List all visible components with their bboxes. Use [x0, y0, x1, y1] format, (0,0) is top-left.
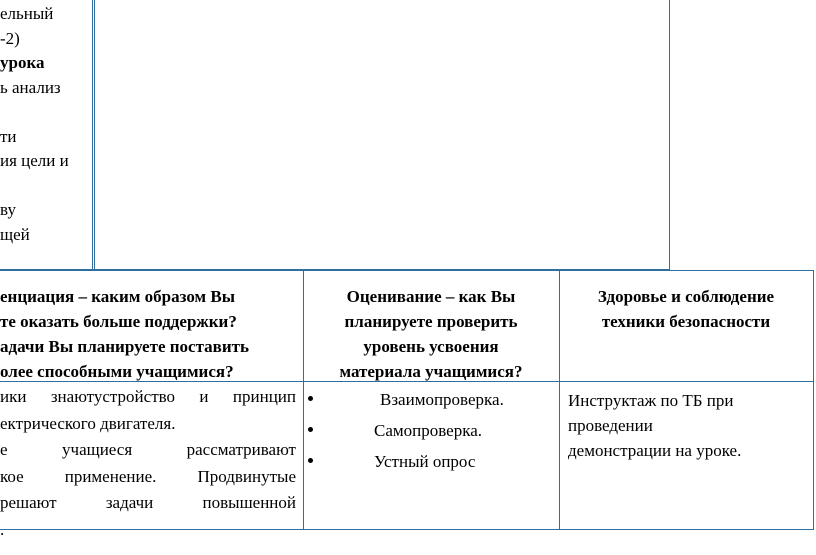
- top-left-line: ти: [0, 126, 17, 146]
- health-safety-cell: Инструктаж по ТБ при проведении демонстр…: [568, 391, 742, 460]
- top-left-line: ия цели и: [0, 151, 69, 170]
- bottom-table: [0, 270, 814, 530]
- list-item: Устный опрос: [306, 452, 556, 483]
- column-border: [303, 270, 304, 530]
- top-left-line: [0, 100, 90, 125]
- top-left-line: [0, 174, 90, 199]
- differentiation-cell: ики знаютустройство и принцип ектрическо…: [0, 387, 296, 539]
- list-item: Взаимопроверка.: [306, 390, 556, 421]
- assessment-cell: Взаимопроверка. Самопроверка. Устный опр…: [306, 390, 556, 483]
- bullet-icon: [308, 458, 313, 463]
- top-left-line: щей: [0, 224, 30, 244]
- bullet-icon: [308, 396, 313, 401]
- top-table: [0, 0, 670, 270]
- top-left-cell: ельный -2) урока ь анализ ти ия цели и в…: [0, 2, 90, 247]
- top-left-line: ву: [0, 200, 16, 219]
- top-left-line: ь анализ: [0, 77, 61, 97]
- top-left-line: -2): [0, 28, 20, 48]
- top-left-line: урока: [0, 53, 45, 72]
- header-row-border: [0, 381, 814, 382]
- column-border: [559, 270, 560, 530]
- header-differentiation: енциация – каким образом Вы те оказать б…: [0, 287, 249, 381]
- list-item: Самопроверка.: [306, 421, 556, 452]
- header-assessment: Оценивание – как Вы планируете проверить…: [339, 287, 523, 381]
- bullet-icon: [308, 427, 313, 432]
- top-table-divider: [92, 0, 93, 270]
- header-health-safety: Здоровье и соблюдение техники безопаснос…: [597, 287, 775, 331]
- top-table-divider-inner: [94, 0, 95, 270]
- top-left-line: ельный: [0, 4, 54, 23]
